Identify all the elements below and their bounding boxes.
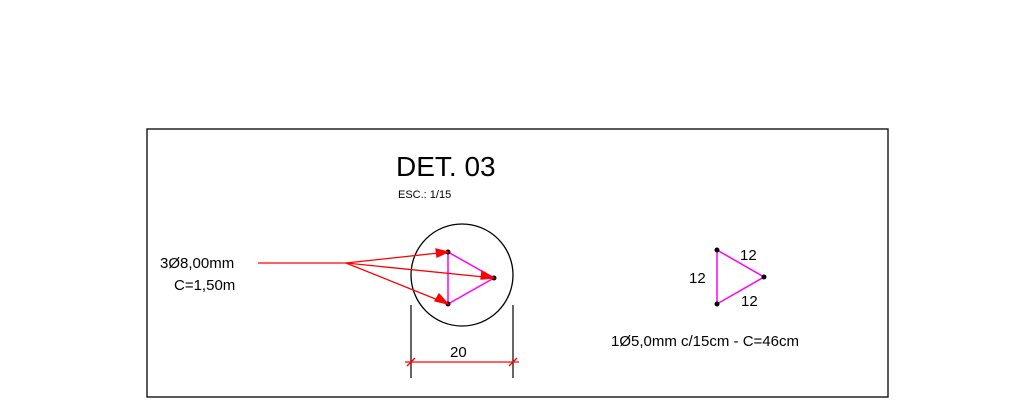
leader-arrowhead [435,248,450,258]
detail-title: DET. 03 [396,151,496,182]
detail-frame [146,128,889,398]
diameter-label: 20 [450,344,467,361]
stirrup-shape-triangle [716,248,766,306]
stirrup-corner-dot [714,301,720,307]
leader-arrowhead [480,269,497,280]
stirrup-corner-dot [761,274,767,280]
stirrup-corner-dot [714,247,720,253]
detail-scale: ESC.: 1/15 [398,189,451,201]
rebar-length-label: C=1,50m [174,277,235,294]
column-section-circle [410,223,514,327]
section-stirrup-triangle [447,250,496,306]
stirrup-side-top: 12 [740,247,757,264]
stirrup-side-bottom: 12 [741,293,758,310]
diameter-dimension [410,305,514,378]
leader-arrowhead [434,292,450,306]
stirrup-side-left: 12 [689,270,706,287]
rebar-spec-label: 3Ø8,00mm [160,255,234,272]
diameter-dimension-line [405,357,519,367]
stirrup-spec-label: 1Ø5,0mm c/15cm - C=46cm [611,333,799,350]
rebar-leader [258,248,497,306]
